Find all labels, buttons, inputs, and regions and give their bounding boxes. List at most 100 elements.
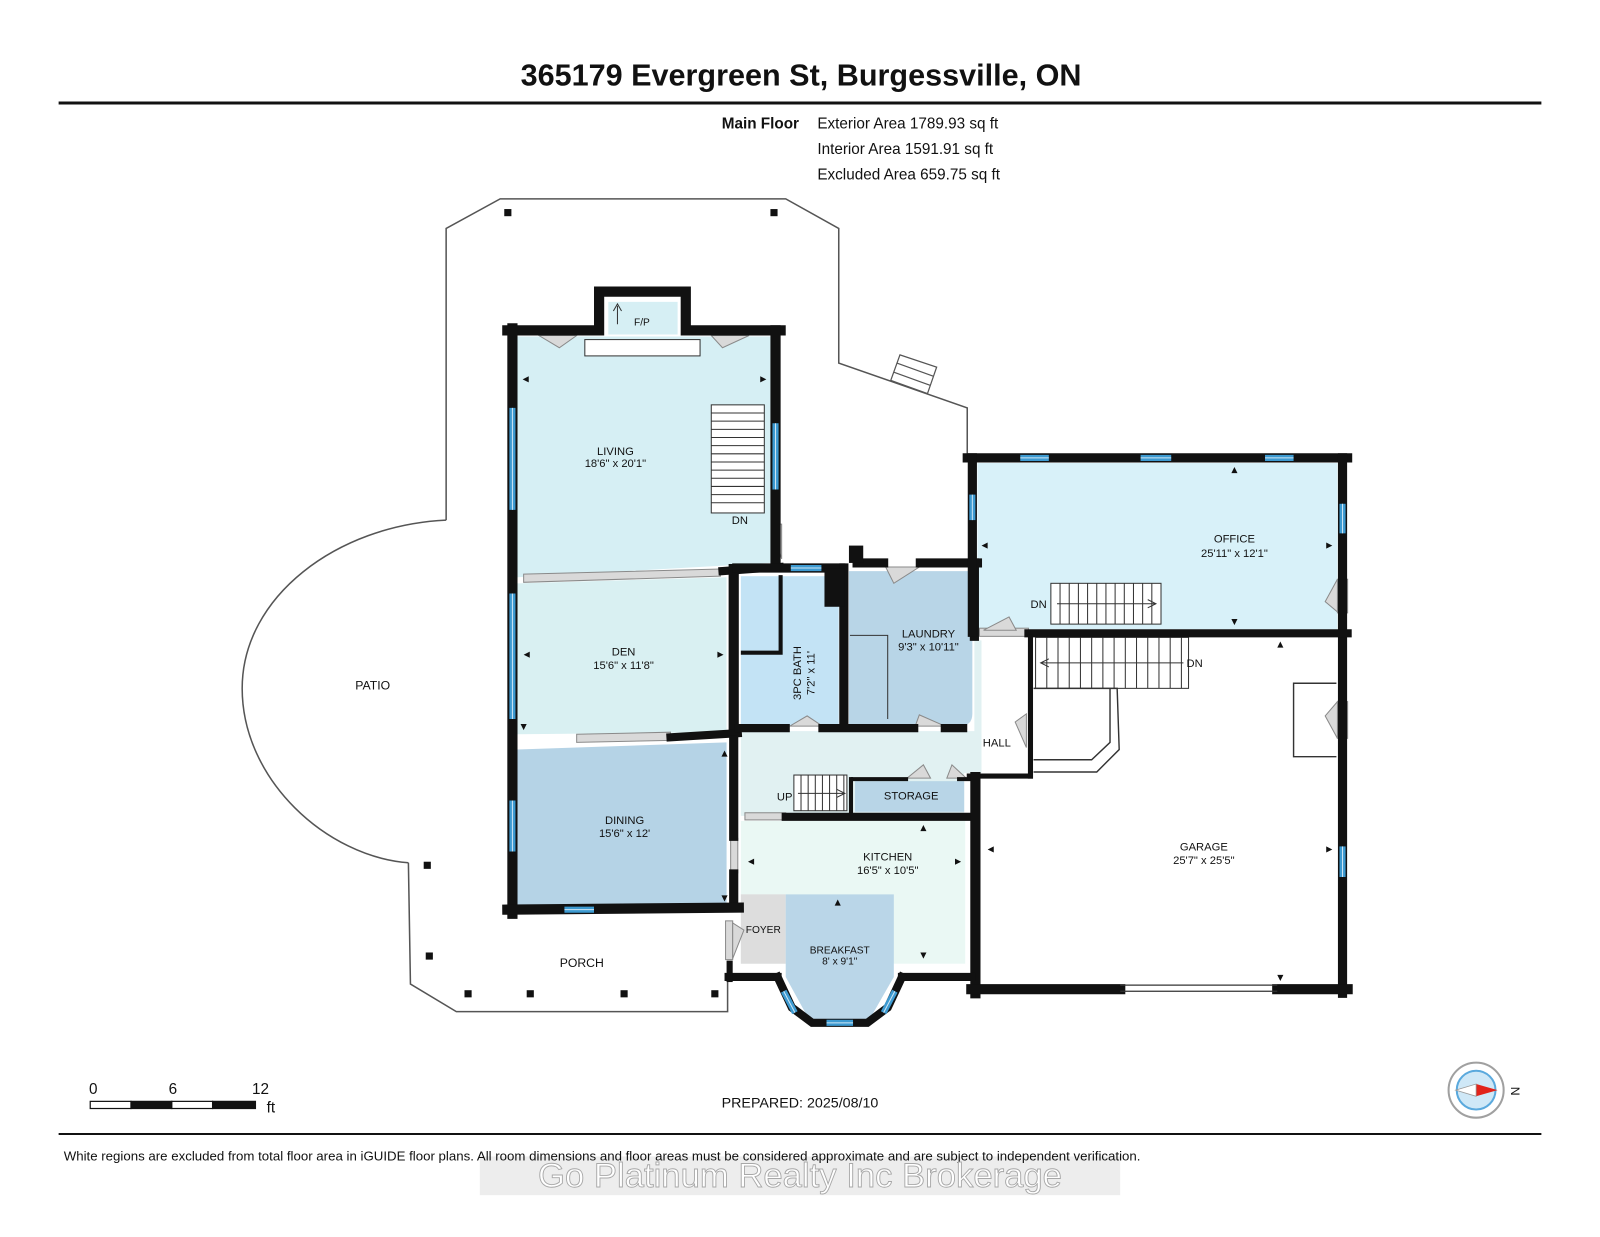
breakfast-size: 8' x 9'1"	[822, 957, 858, 968]
garage-door-panel	[1120, 984, 1278, 992]
scale-segment	[89, 1100, 132, 1110]
dining-size: 15'6" x 12'	[599, 828, 650, 840]
garage-stairs-arrow	[1039, 658, 1184, 668]
garage-size: 25'7" x 25'5"	[1173, 855, 1234, 867]
storage-name: STORAGE	[884, 791, 939, 803]
living-den-opening	[523, 568, 721, 583]
deck-outline	[241, 198, 969, 1013]
breakfast-fill	[785, 894, 894, 1020]
compass-north-label: N	[1508, 1087, 1522, 1096]
post	[526, 990, 534, 998]
living-name: LIVING	[597, 446, 634, 458]
door-swing	[787, 715, 825, 727]
bath-name: 3PC BATH	[792, 646, 804, 700]
scale-segment	[211, 1100, 257, 1110]
post	[425, 952, 433, 960]
post	[423, 861, 431, 869]
brokerage-watermark: Go Platinum Realty Inc Brokerage	[538, 1157, 1062, 1195]
bath-size: 7'2" x 11'	[805, 651, 817, 695]
compass-needle-south	[1454, 1083, 1477, 1097]
door-swing	[914, 714, 946, 727]
post	[504, 209, 512, 217]
office-stairs-dn: DN	[1031, 599, 1047, 611]
scale-bar: 0 6 12 ft	[89, 1081, 276, 1116]
rear-deck-edge	[445, 198, 969, 521]
living-north-wall	[502, 286, 786, 336]
foyer-entry-door	[725, 920, 734, 961]
bath-label: 3PC BATH 7'2" x 11'	[792, 646, 817, 700]
post	[464, 990, 472, 998]
porch-edge	[407, 862, 729, 1013]
office-name: OFFICE	[1214, 534, 1255, 546]
fireplace-label: F/P	[634, 317, 650, 328]
post	[620, 990, 628, 998]
excluded-area: Excluded Area 659.75 sq ft	[817, 166, 1000, 183]
compass-icon: N	[1447, 1061, 1522, 1119]
exterior-area: Exterior Area 1789.93 sq ft	[817, 115, 999, 132]
garage-name: GARAGE	[1180, 842, 1228, 854]
dining-fill	[517, 742, 727, 906]
floor-label: Main Floor	[722, 115, 799, 132]
deck-steps	[889, 354, 938, 395]
up-stairs-arrow	[797, 788, 847, 798]
dining-name: DINING	[605, 815, 644, 827]
post	[770, 209, 778, 217]
post	[711, 990, 719, 998]
garage-door	[1120, 984, 1278, 992]
fireplace-hearth	[584, 339, 701, 357]
kitchen-name: KITCHEN	[863, 852, 912, 864]
den-dining-wall	[666, 728, 743, 742]
dining-kitchen-opening	[730, 837, 739, 874]
den-dining-opening	[576, 731, 671, 743]
door-swing	[1324, 578, 1338, 613]
scale-tick-12: 12	[252, 1081, 269, 1098]
storage-fill	[855, 781, 965, 812]
up-stairs-label: UP	[777, 792, 793, 804]
kitchen-size: 16'5" x 10'5"	[857, 865, 918, 877]
interior-area: Interior Area 1591.91 sq ft	[817, 141, 994, 158]
den-name: DEN	[612, 647, 636, 659]
porch-name: PORCH	[560, 956, 604, 970]
office-stairs-arrow	[1056, 599, 1158, 609]
office-size: 25'11" x 12'1"	[1201, 548, 1268, 560]
living-size: 18'6" x 20'1"	[585, 458, 646, 470]
laundry-counter	[849, 634, 889, 719]
scale-tick-0: 0	[89, 1081, 97, 1098]
patio-name: PATIO	[355, 678, 390, 692]
garage-fill	[981, 638, 1338, 986]
wall-blocks	[824, 545, 864, 607]
dining-south-wall	[502, 902, 744, 915]
scale-unit: ft	[267, 1100, 276, 1117]
laundry-name: LAUNDRY	[902, 628, 956, 640]
door-swing	[905, 764, 932, 779]
prepared-date: PREPARED: 2025/08/10	[722, 1095, 879, 1111]
chase-block	[824, 568, 845, 607]
laundry-size: 9'3" x 10'11"	[898, 642, 959, 654]
door-swing	[1324, 700, 1338, 739]
fixtures	[584, 302, 1337, 812]
deck-posts	[423, 209, 778, 998]
living-stairs-dn: DN	[732, 515, 748, 527]
door-swing	[946, 763, 968, 779]
garage-step	[1292, 682, 1337, 758]
doors-openings	[523, 334, 1349, 961]
scale-segment	[130, 1100, 173, 1110]
patio-curve	[241, 519, 447, 864]
fireplace-arrow	[612, 302, 622, 325]
disclaimer: White regions are excluded from total fl…	[64, 1149, 1141, 1164]
page-title: 365179 Evergreen St, Burgessville, ON	[521, 59, 1082, 93]
scale-tick-6: 6	[169, 1081, 178, 1098]
bath-partition	[740, 575, 783, 655]
chase-block	[848, 545, 864, 563]
scale-segment	[171, 1100, 214, 1110]
garage-landing	[1033, 687, 1120, 773]
deck-steps-treads	[893, 362, 934, 387]
den-fill	[517, 577, 727, 735]
den-size: 15'6" x 11'8"	[593, 660, 654, 672]
door-swing	[732, 921, 745, 959]
laundry-fill	[848, 571, 973, 727]
window-glazing-lines	[511, 407, 1344, 1024]
door-swing	[1014, 712, 1027, 748]
foyer-name: FOYER	[746, 925, 781, 936]
